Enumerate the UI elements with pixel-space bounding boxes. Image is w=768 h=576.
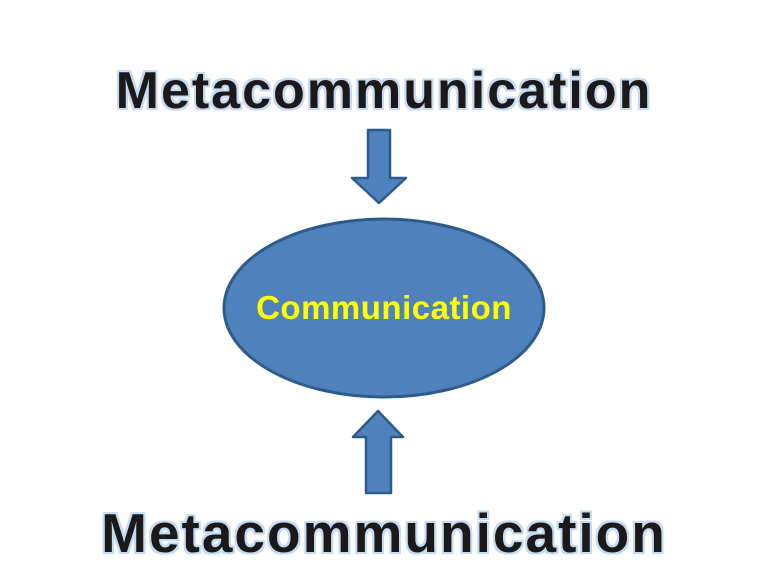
communication-label: Communication <box>256 289 512 326</box>
top-metacommunication-title: Metacommunication <box>115 62 653 120</box>
arrow-down-icon <box>350 128 408 205</box>
bottom-metacommunication-title: Metacommunication <box>101 502 667 564</box>
communication-ellipse <box>222 217 546 399</box>
arrow-up-icon <box>351 409 405 495</box>
